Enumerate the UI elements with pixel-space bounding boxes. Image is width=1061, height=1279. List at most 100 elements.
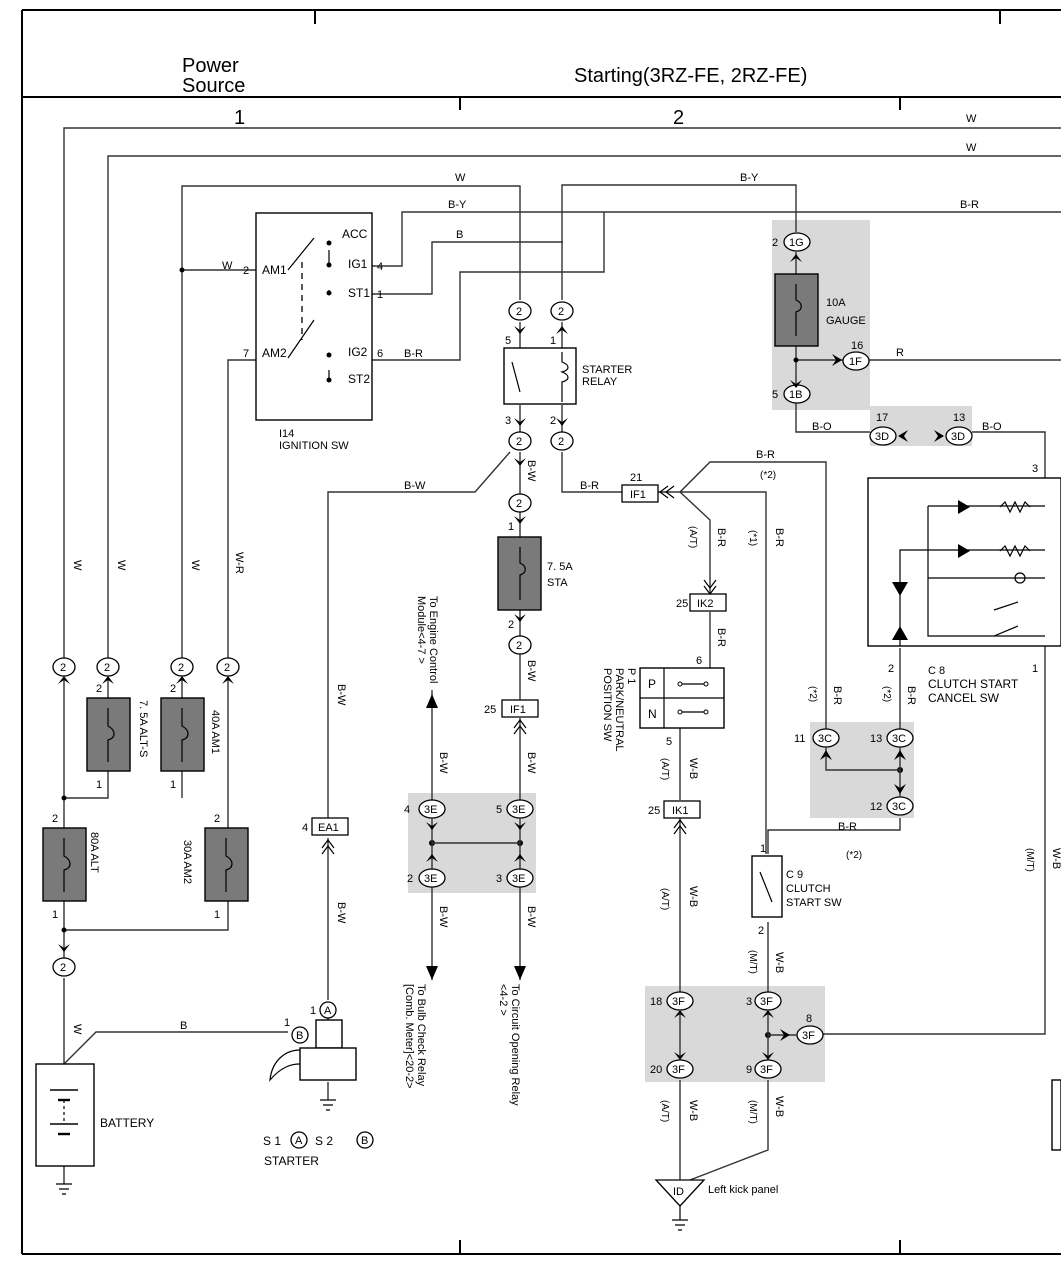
svg-text:IF1: IF1 [510,704,526,716]
relay-pin-2: 2 [550,415,556,427]
svg-text:2: 2 [214,813,220,825]
ig-term-st1: ST1 [348,286,370,300]
fuse-gauge-line2: GAUGE [826,315,866,327]
starter-code-a: A [295,1135,303,1147]
svg-text:B-R: B-R [756,449,775,461]
fuse-elements-left [61,708,233,933]
ig-term-ig2: IG2 [348,345,368,359]
svg-text:17: 17 [876,412,888,424]
connector-oval-labels: 2 2 2 2 2 2 2 2 2 2 2 [60,306,564,974]
starter-pin-1b: 1 [284,1017,290,1029]
svg-text:(A/T): (A/T) [687,526,698,548]
svg-text:2: 2 [104,662,110,674]
svg-text:EA1: EA1 [318,822,339,834]
pin-4-ig1: 4 [377,261,383,273]
svg-text:1: 1 [52,909,58,921]
svg-text:B-W: B-W [404,480,426,492]
arrow-markers [58,254,944,1060]
svg-text:25: 25 [676,598,688,610]
svg-text:1: 1 [760,843,766,855]
cancel-pin-1: 1 [1032,663,1038,675]
svg-text:B-R: B-R [905,686,917,705]
svg-text:W-B: W-B [687,886,699,907]
starter-code-s2: S 2 [315,1134,333,1148]
ground-symbols [56,1099,706,1231]
svg-text:(A/T): (A/T) [659,758,670,780]
dest-cor-line1: To Circuit Opening Relay [509,984,521,1106]
svg-text:1F: 1F [849,356,862,368]
dest-cor-line2: <4-2 > [497,984,509,1016]
svg-text:3F: 3F [760,1064,773,1076]
svg-text:B-W: B-W [437,906,449,928]
starter-tag-a: A [324,1005,332,1017]
svg-text:B-W: B-W [335,684,347,706]
header-power-source-line1: Power [182,55,239,77]
svg-text:(*1): (*1) [747,530,758,546]
ground-code: ID [673,1186,684,1198]
dest-bulb-line1: To Bulb Check Relay [415,984,427,1087]
svg-text:12: 12 [870,801,882,813]
svg-text:2: 2 [224,662,230,674]
svg-text:W-B: W-B [1050,848,1061,869]
starter-tag-b: B [296,1030,303,1042]
svg-text:3: 3 [496,873,502,885]
svg-text:2: 2 [516,436,522,448]
svg-text:B-W: B-W [525,660,537,682]
ig-term-am1: AM1 [262,263,287,277]
option-notes: (A/T) (*1) (*2) (*2) (*2) (*2) (A/T) (A/… [659,470,1035,1124]
ig-term-st2: ST2 [348,372,370,386]
svg-text:4: 4 [302,822,308,834]
svg-text:(*2): (*2) [807,686,818,702]
ignition-sw-name: IGNITION SW [279,440,349,452]
svg-text:2: 2 [772,237,778,249]
junction-dots [429,747,903,1060]
svg-text:13: 13 [953,412,965,424]
fuse-gauge-line1: 10A [826,297,846,309]
svg-text:(*2): (*2) [760,470,776,481]
svg-text:2: 2 [508,619,514,631]
svg-text:B-R: B-R [838,821,857,833]
svg-text:B-Y: B-Y [740,172,759,184]
svg-text:IK2: IK2 [697,598,714,610]
starter-label: STARTER [264,1154,319,1168]
named-connector-labels: 1G 1F 1B 3D 3D 3E 3E 3E 3E 3C 3C 3C 3F 3… [318,237,965,1076]
starter-relay-line2: RELAY [582,376,618,388]
svg-text:B: B [180,1020,187,1032]
starter-motor [269,1019,357,1082]
pn-line2: POSITION SW [601,668,613,742]
svg-text:B-R: B-R [773,528,785,547]
svg-text:2: 2 [52,813,58,825]
cancel-pin-3: 3 [1032,463,1038,475]
svg-text:B-R: B-R [831,686,843,705]
svg-text:18: 18 [650,996,662,1008]
svg-text:3F: 3F [760,996,773,1008]
battery-box [35,1063,95,1167]
svg-text:B: B [456,229,463,241]
svg-text:2: 2 [558,436,564,448]
svg-text:W-B: W-B [687,1100,699,1121]
svg-text:1: 1 [96,779,102,791]
svg-text:B-W: B-W [437,752,449,774]
svg-text:3E: 3E [424,873,437,885]
dest-bulb-line2: [Comb. Meter]<20-2> [403,984,415,1089]
pn-position-n: N [648,707,657,721]
svg-text:IK1: IK1 [672,805,689,817]
starter-relay-internals [511,352,569,402]
column-number-2: 2 [673,107,684,129]
svg-text:3F: 3F [672,996,685,1008]
svg-text:B-R: B-R [580,480,599,492]
clutch-cancel-switch-box [867,477,1061,647]
clutch-cancel-internals [892,500,1045,646]
junction-dot-gauge [793,357,799,363]
fuse-sta-element [519,547,526,600]
ignition-switch-box [255,212,373,421]
chevron-markers [321,485,717,855]
svg-text:2: 2 [96,683,102,695]
svg-text:(A/T): (A/T) [659,888,670,910]
fuse-alt-s-label: 7. 5A ALT-S [137,700,149,757]
svg-text:B-R: B-R [715,628,727,647]
header-power-source-line2: Source [182,75,245,97]
svg-text:11: 11 [794,733,805,745]
